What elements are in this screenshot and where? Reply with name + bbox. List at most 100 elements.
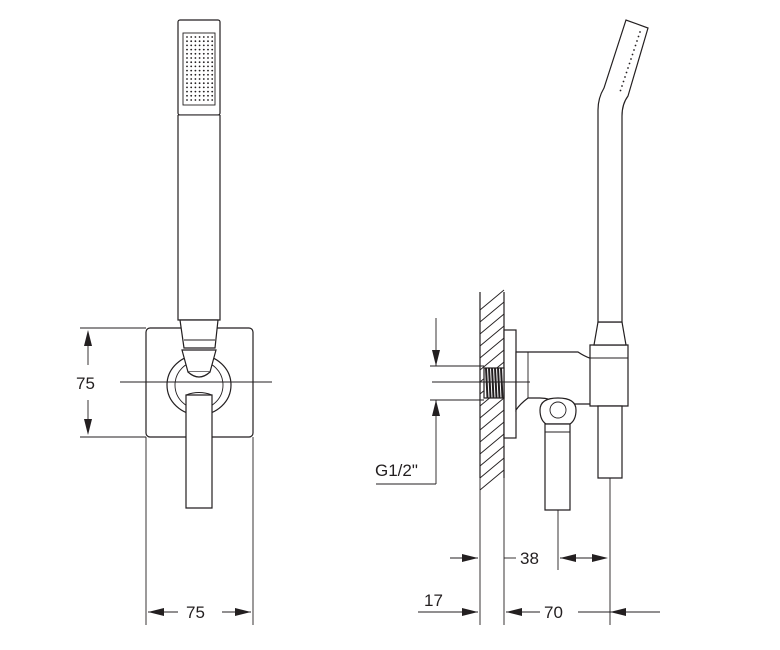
hatch-line xyxy=(479,397,505,419)
spray-dot xyxy=(207,40,209,43)
spray-dot xyxy=(198,90,201,93)
spray-dot xyxy=(207,69,209,72)
spray-dot xyxy=(207,57,209,59)
dim-wall-plate-thickness: 17 xyxy=(418,591,478,616)
spray-dot xyxy=(190,78,193,80)
side-view xyxy=(432,19,649,625)
side-spray-dot xyxy=(639,31,641,33)
spray-dot xyxy=(186,78,188,80)
spray-dot xyxy=(211,99,214,101)
spray-dot xyxy=(211,90,214,93)
side-spray-dot xyxy=(621,85,623,87)
spray-dot xyxy=(198,40,201,43)
thread-line xyxy=(497,367,501,399)
spray-dot xyxy=(211,44,214,47)
thread-line xyxy=(500,367,504,399)
spray-dot xyxy=(194,40,197,43)
spray-dot xyxy=(186,73,188,76)
side-spray-dot xyxy=(631,53,634,56)
spray-dot xyxy=(190,65,193,68)
spray-dot xyxy=(207,52,209,55)
spray-dot xyxy=(202,99,205,101)
spray-dot xyxy=(211,86,214,89)
side-spray-dot xyxy=(634,44,637,47)
spray-dot xyxy=(186,99,188,101)
spray-dot xyxy=(190,69,193,72)
side-shower-hose xyxy=(597,405,623,479)
side-spray-dot xyxy=(627,67,629,69)
spray-dot xyxy=(211,61,214,64)
spray-dot xyxy=(186,44,188,47)
spray-dot xyxy=(186,48,188,51)
spray-dot xyxy=(198,57,201,59)
spray-dot xyxy=(194,36,197,38)
hatch-line xyxy=(479,433,505,455)
side-spray-dot xyxy=(622,80,625,83)
spray-dot xyxy=(194,57,197,59)
dim-thread: G1/2" xyxy=(375,318,484,485)
hatch-line xyxy=(479,457,505,479)
spray-dot xyxy=(211,73,214,76)
spray-dot xyxy=(211,57,214,59)
spray-dot xyxy=(202,36,205,38)
spray-dot xyxy=(186,57,188,59)
front-holder-cone xyxy=(181,349,217,373)
spray-dot xyxy=(190,82,193,85)
hatch-line xyxy=(479,337,505,359)
spray-dot xyxy=(202,52,205,55)
spray-dot xyxy=(202,65,205,68)
front-spray-face xyxy=(182,32,216,106)
spray-dot xyxy=(198,86,201,89)
front-handle xyxy=(177,115,221,321)
spray-dot xyxy=(194,44,197,47)
dim-plate-height-label: 75 xyxy=(76,374,95,393)
spray-dot xyxy=(211,36,214,38)
spray-dot xyxy=(198,94,201,97)
spray-dot xyxy=(207,36,209,38)
spray-dot xyxy=(194,48,197,51)
spray-dot xyxy=(194,86,197,89)
hatch-line xyxy=(479,421,505,443)
side-spray-dot xyxy=(636,40,638,42)
spray-dot xyxy=(186,94,188,97)
spray-dot xyxy=(202,86,205,89)
spray-dot xyxy=(202,61,205,64)
spray-dot xyxy=(186,86,188,89)
spray-dot xyxy=(190,94,193,97)
side-outlet-knob xyxy=(539,397,577,425)
front-hose xyxy=(185,394,213,509)
dim-plate-height: 75 xyxy=(76,330,95,435)
spray-dot xyxy=(186,90,188,93)
spray-dot xyxy=(194,52,197,55)
hatch-line xyxy=(479,325,505,347)
hatch-line xyxy=(479,349,505,371)
spray-dot xyxy=(202,57,205,59)
spray-dot xyxy=(198,44,201,47)
spray-dot xyxy=(202,82,205,85)
spray-dot xyxy=(190,61,193,64)
dim-projection: 70 xyxy=(506,603,660,622)
front-handle-connector xyxy=(179,319,219,349)
hatch-line xyxy=(479,313,505,335)
spray-dot xyxy=(207,48,209,51)
spray-dot xyxy=(198,61,201,64)
spray-dot xyxy=(194,99,197,101)
spray-dot xyxy=(211,94,214,97)
spray-dot xyxy=(207,44,209,47)
spray-dot xyxy=(207,90,209,93)
spray-dot xyxy=(202,94,205,97)
side-spray-edge xyxy=(619,31,641,92)
thread-line xyxy=(488,367,492,399)
spray-dot xyxy=(207,65,209,68)
spray-dot xyxy=(190,44,193,47)
spray-dot xyxy=(194,82,197,85)
spray-dot xyxy=(198,99,201,101)
side-spray-dot xyxy=(625,71,628,74)
spray-dot xyxy=(186,82,188,85)
spray-dot xyxy=(198,36,201,38)
spray-dot xyxy=(207,73,209,76)
spray-dot xyxy=(207,94,209,97)
spray-dot xyxy=(190,90,193,93)
side-handle-connector xyxy=(593,321,627,346)
side-wall-plate xyxy=(503,329,517,439)
